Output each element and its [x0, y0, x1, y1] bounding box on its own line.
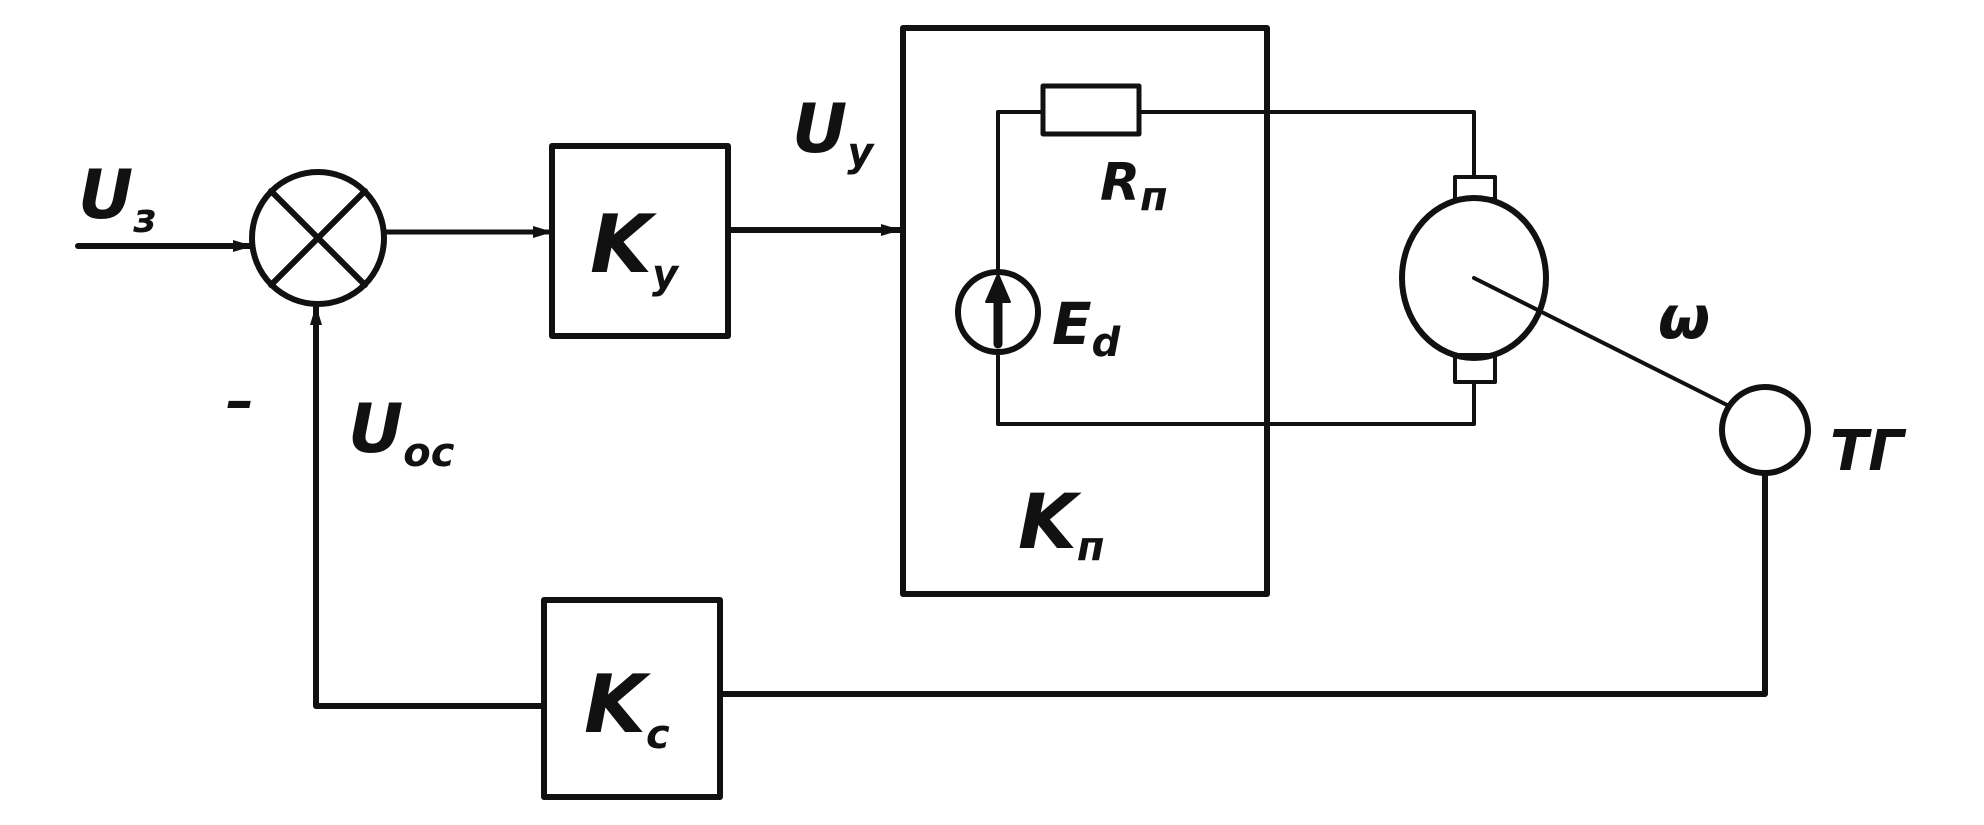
converter-block [900, 25, 1270, 597]
minus-sign: – [226, 369, 254, 434]
tachogenerator [1719, 384, 1811, 476]
feedback-voltage-label: Uос [348, 390, 455, 476]
feedback-line-right [717, 470, 1768, 697]
tachogenerator-label: ТГ [1830, 419, 1907, 484]
control-voltage-label: Uу [792, 90, 875, 176]
feedback-block [541, 597, 723, 800]
feedback-line-left [310, 303, 547, 709]
converter-block-label: Kп [1018, 477, 1105, 570]
resistor-label: Rп [1100, 153, 1168, 220]
feedback-block-label: Kс [584, 658, 670, 758]
speed-label: ω [1658, 283, 1710, 353]
summing-junction [249, 169, 387, 307]
emf-source [955, 269, 1041, 355]
shaft [1472, 276, 1729, 407]
emf-label: Ed [1052, 290, 1121, 366]
armature-circuit [996, 83, 1476, 426]
input-voltage-label: Uз [78, 156, 156, 242]
amplifier-block [549, 143, 731, 339]
amplifier-block-label: Kу [590, 198, 680, 298]
resistor [1040, 83, 1142, 137]
motor [1399, 175, 1549, 384]
